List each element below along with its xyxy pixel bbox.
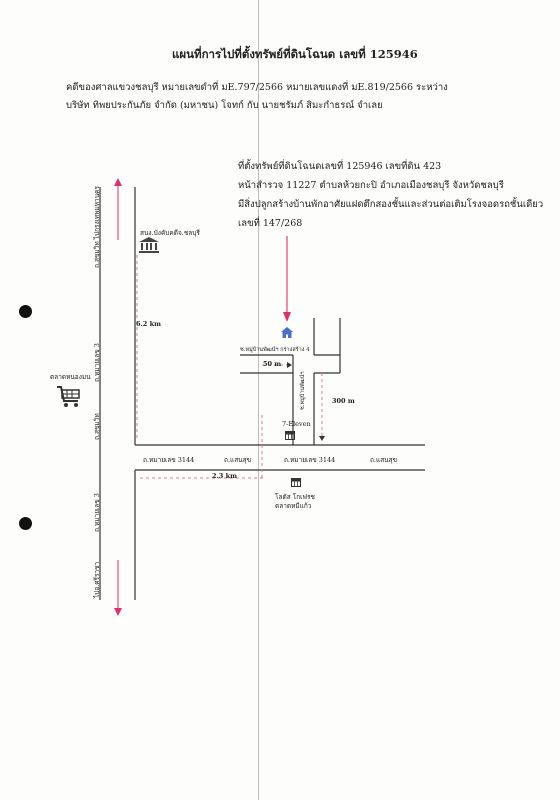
road-label-sukhumvit: ถ.สุขุมวิท — [93, 413, 101, 440]
house-icon — [281, 327, 293, 338]
village-soi-label: ซ.หมู่บ้านพัฒน์ฯ กร่างสร้าง 4 — [240, 347, 310, 353]
case-line: คดีของศาลแขวงชลบุรี หมายเลขดำที่ มE.797/… — [66, 82, 448, 93]
store-icon — [291, 478, 301, 487]
bank-icon — [139, 237, 159, 253]
distance-label-50m: 50 m — [263, 360, 282, 368]
arrow-head-300m — [319, 436, 325, 441]
landmark-label-7eleven: 7-Eleven — [282, 420, 311, 428]
property-info-line2: หน้าสำรวจ 11227 ตำบลห้วยกะปิ อำเภอเมืองช… — [238, 180, 504, 191]
store-icon — [285, 431, 295, 440]
road-label-sukhumvit-bangkok: ถ.สุขุมวิท ไปกรุงเทพมหานคร — [93, 186, 101, 268]
distance-label-2-3km: 2.3 km — [212, 472, 237, 480]
punch-hole — [19, 305, 32, 318]
fold-line — [258, 0, 259, 800]
property-info-line4: เลขที่ 147/268 — [238, 218, 303, 229]
road-label-3144-b: ถ.หมายเลข 3144 — [284, 456, 336, 464]
road-label-saensuk-b: ถ.แสนสุข — [370, 456, 398, 464]
road-label-to-sriracha: ไปอ.ศรีราชา — [93, 561, 101, 598]
punch-hole — [19, 517, 32, 530]
road-label-saensuk-a: ถ.แสนสุข — [224, 456, 252, 464]
distance-label-300m: 300 m — [332, 397, 355, 405]
road-label-highway-3-lower: ถ.หมายเลข 3 — [93, 493, 101, 532]
distance-label-6-2km: 6.2 km — [136, 320, 161, 328]
landmark-label-enforcement-office: สนง.บังคับคดีจ.ชลบุรี — [140, 229, 200, 237]
shopping-cart-icon — [57, 386, 80, 407]
arrow-head-south — [114, 608, 122, 616]
soi-vertical-label: ซ.หมู่บ้านพัฒน์ฯ — [300, 371, 306, 410]
parties-line: บริษัท ทิพยประกันภัย จำกัด (มหาชน) โจทก์… — [66, 100, 383, 111]
road-label-highway-3-upper: ถ.หมายเลข 3 — [93, 343, 101, 382]
property-info-line3: มีสิ่งปลูกสร้างบ้านพักอาศัยแฝดตึกสองชั้น… — [238, 199, 544, 210]
arrow-head-north — [114, 178, 122, 186]
road-label-3144-a: ถ.หมายเลข 3144 — [143, 456, 195, 464]
landmark-label-lotus: โลตัส โกเฟรช — [275, 493, 315, 501]
page-title: แผนที่การไปที่ตั้งทรัพย์ที่ดินโฉนด เลขที… — [172, 47, 418, 61]
pointer-arrow-head — [283, 312, 291, 322]
landmark-label-mee-kaew-market: ตลาดหมีแก้ว — [275, 502, 312, 510]
arrow-head-50m — [287, 362, 292, 368]
landmark-label-market: ตลาดหนองมน — [50, 373, 91, 381]
property-info-line1: ที่ตั้งทรัพย์ที่ดินโฉนดเลขที่ 125946 เลข… — [238, 161, 442, 172]
